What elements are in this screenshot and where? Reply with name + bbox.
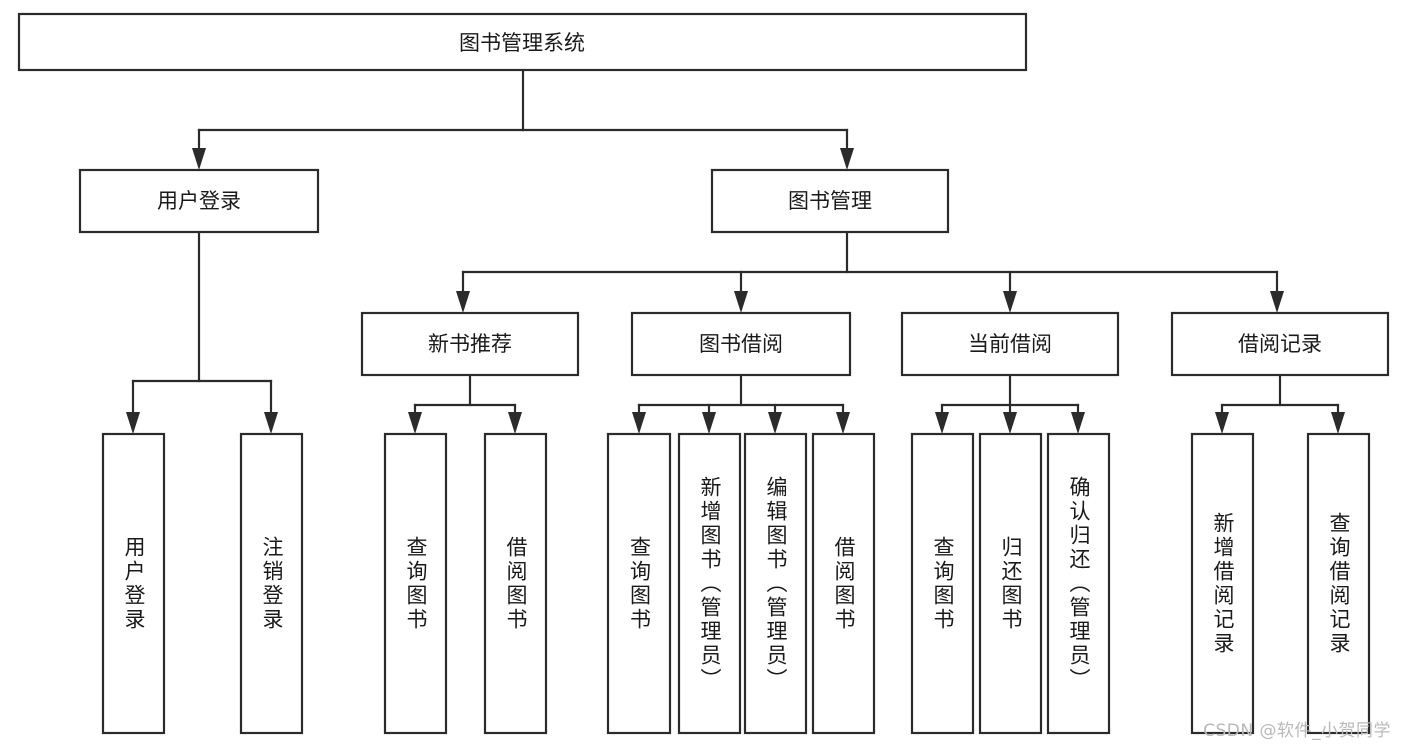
leaf-new-book-0[interactable]: [383, 432, 448, 735]
node-user-login[interactable]: [78, 168, 320, 234]
node-book-management-label: 图书管理: [788, 189, 872, 213]
node-borrow-record[interactable]: [1170, 311, 1390, 377]
watermark-text: CSDN @软件_小贺同学: [1203, 721, 1391, 741]
leaf-current-borrow-0[interactable]: [910, 432, 975, 735]
leaf-book-borrow-0[interactable]: [606, 432, 672, 735]
leaf-user-login-0[interactable]: [101, 432, 166, 735]
node-current-borrow-label: 当前借阅: [968, 332, 1052, 356]
node-book-management[interactable]: [710, 168, 950, 234]
node-current-borrow[interactable]: [900, 311, 1120, 377]
leaf-book-borrow-1[interactable]: [677, 432, 742, 735]
leaf-book-borrow-3[interactable]: [811, 432, 876, 735]
node-new-book-recommend-label: 新书推荐: [428, 332, 512, 356]
node-book-borrow-label: 图书借阅: [699, 332, 783, 356]
leaf-current-borrow-1[interactable]: [978, 432, 1043, 735]
leaf-borrow-record-1[interactable]: [1306, 432, 1371, 735]
leaf-book-borrow-2[interactable]: [743, 432, 808, 735]
connector-book-mgmt-children: [456, 230, 1284, 313]
connector-current-borrow-children: [935, 373, 1085, 434]
connector-root-stem: [192, 68, 854, 170]
node-new-book-recommend[interactable]: [360, 311, 580, 377]
leaf-borrow-record-0[interactable]: [1190, 432, 1255, 735]
connector-book-borrow-children: [632, 373, 850, 434]
leaf-user-login-1[interactable]: [239, 432, 304, 735]
node-root-label: 图书管理系统: [459, 31, 585, 55]
leaf-new-book-1[interactable]: [483, 432, 548, 735]
node-borrow-record-label: 借阅记录: [1238, 332, 1322, 356]
connector-user-login-children: [126, 230, 278, 434]
node-root-book-management-system[interactable]: [17, 12, 1028, 72]
connector-new-book-children: [408, 373, 522, 434]
leaf-current-borrow-2[interactable]: [1046, 432, 1111, 735]
connector-borrow-record-children: [1215, 373, 1345, 434]
node-book-borrow[interactable]: [630, 311, 852, 377]
node-user-login-label: 用户登录: [157, 189, 241, 213]
